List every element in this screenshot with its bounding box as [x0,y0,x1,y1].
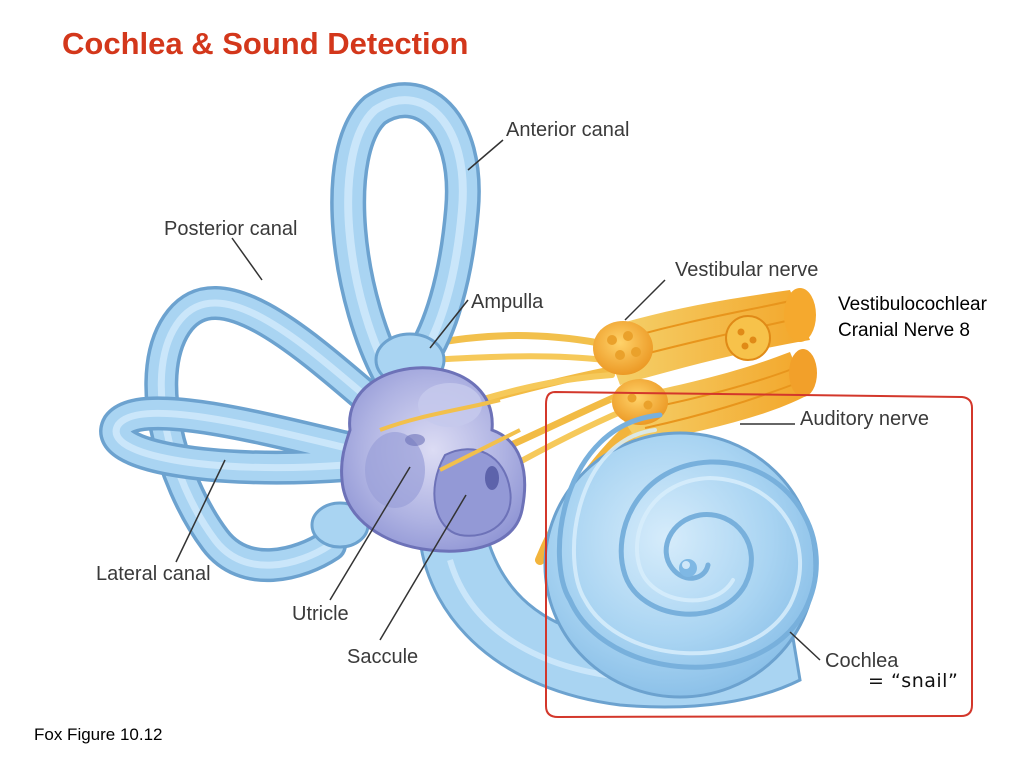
leader-lines [175,139,821,661]
label-anterior-canal: Anterior canal [506,119,630,141]
label-saccule: Saccule [347,646,419,668]
annotation-cranial-nerve-8: Cranial Nerve 8 [838,320,970,341]
annotation-vestibulocochlear: Vestibulocochlear [838,294,987,315]
slide-title: Cochlea & Sound Detection [62,26,469,61]
figure-caption: Fox Figure 10.12 [34,725,163,744]
semicircular-canals [99,82,481,582]
label-lateral-canal: Lateral canal [96,563,211,585]
label-utricle: Utricle [292,603,349,625]
label-vestibular-nerve: Vestibular nerve [675,259,819,281]
annotation-snail: = “snail” [868,670,959,692]
label-ampulla: Ampulla [471,291,544,313]
label-auditory-nerve: Auditory nerve [800,408,929,430]
label-posterior-canal: Posterior canal [164,218,298,240]
label-cochlea: Cochlea [825,650,899,672]
cochlea-spiral [543,412,819,699]
cochlea-highlight-box [545,390,973,719]
